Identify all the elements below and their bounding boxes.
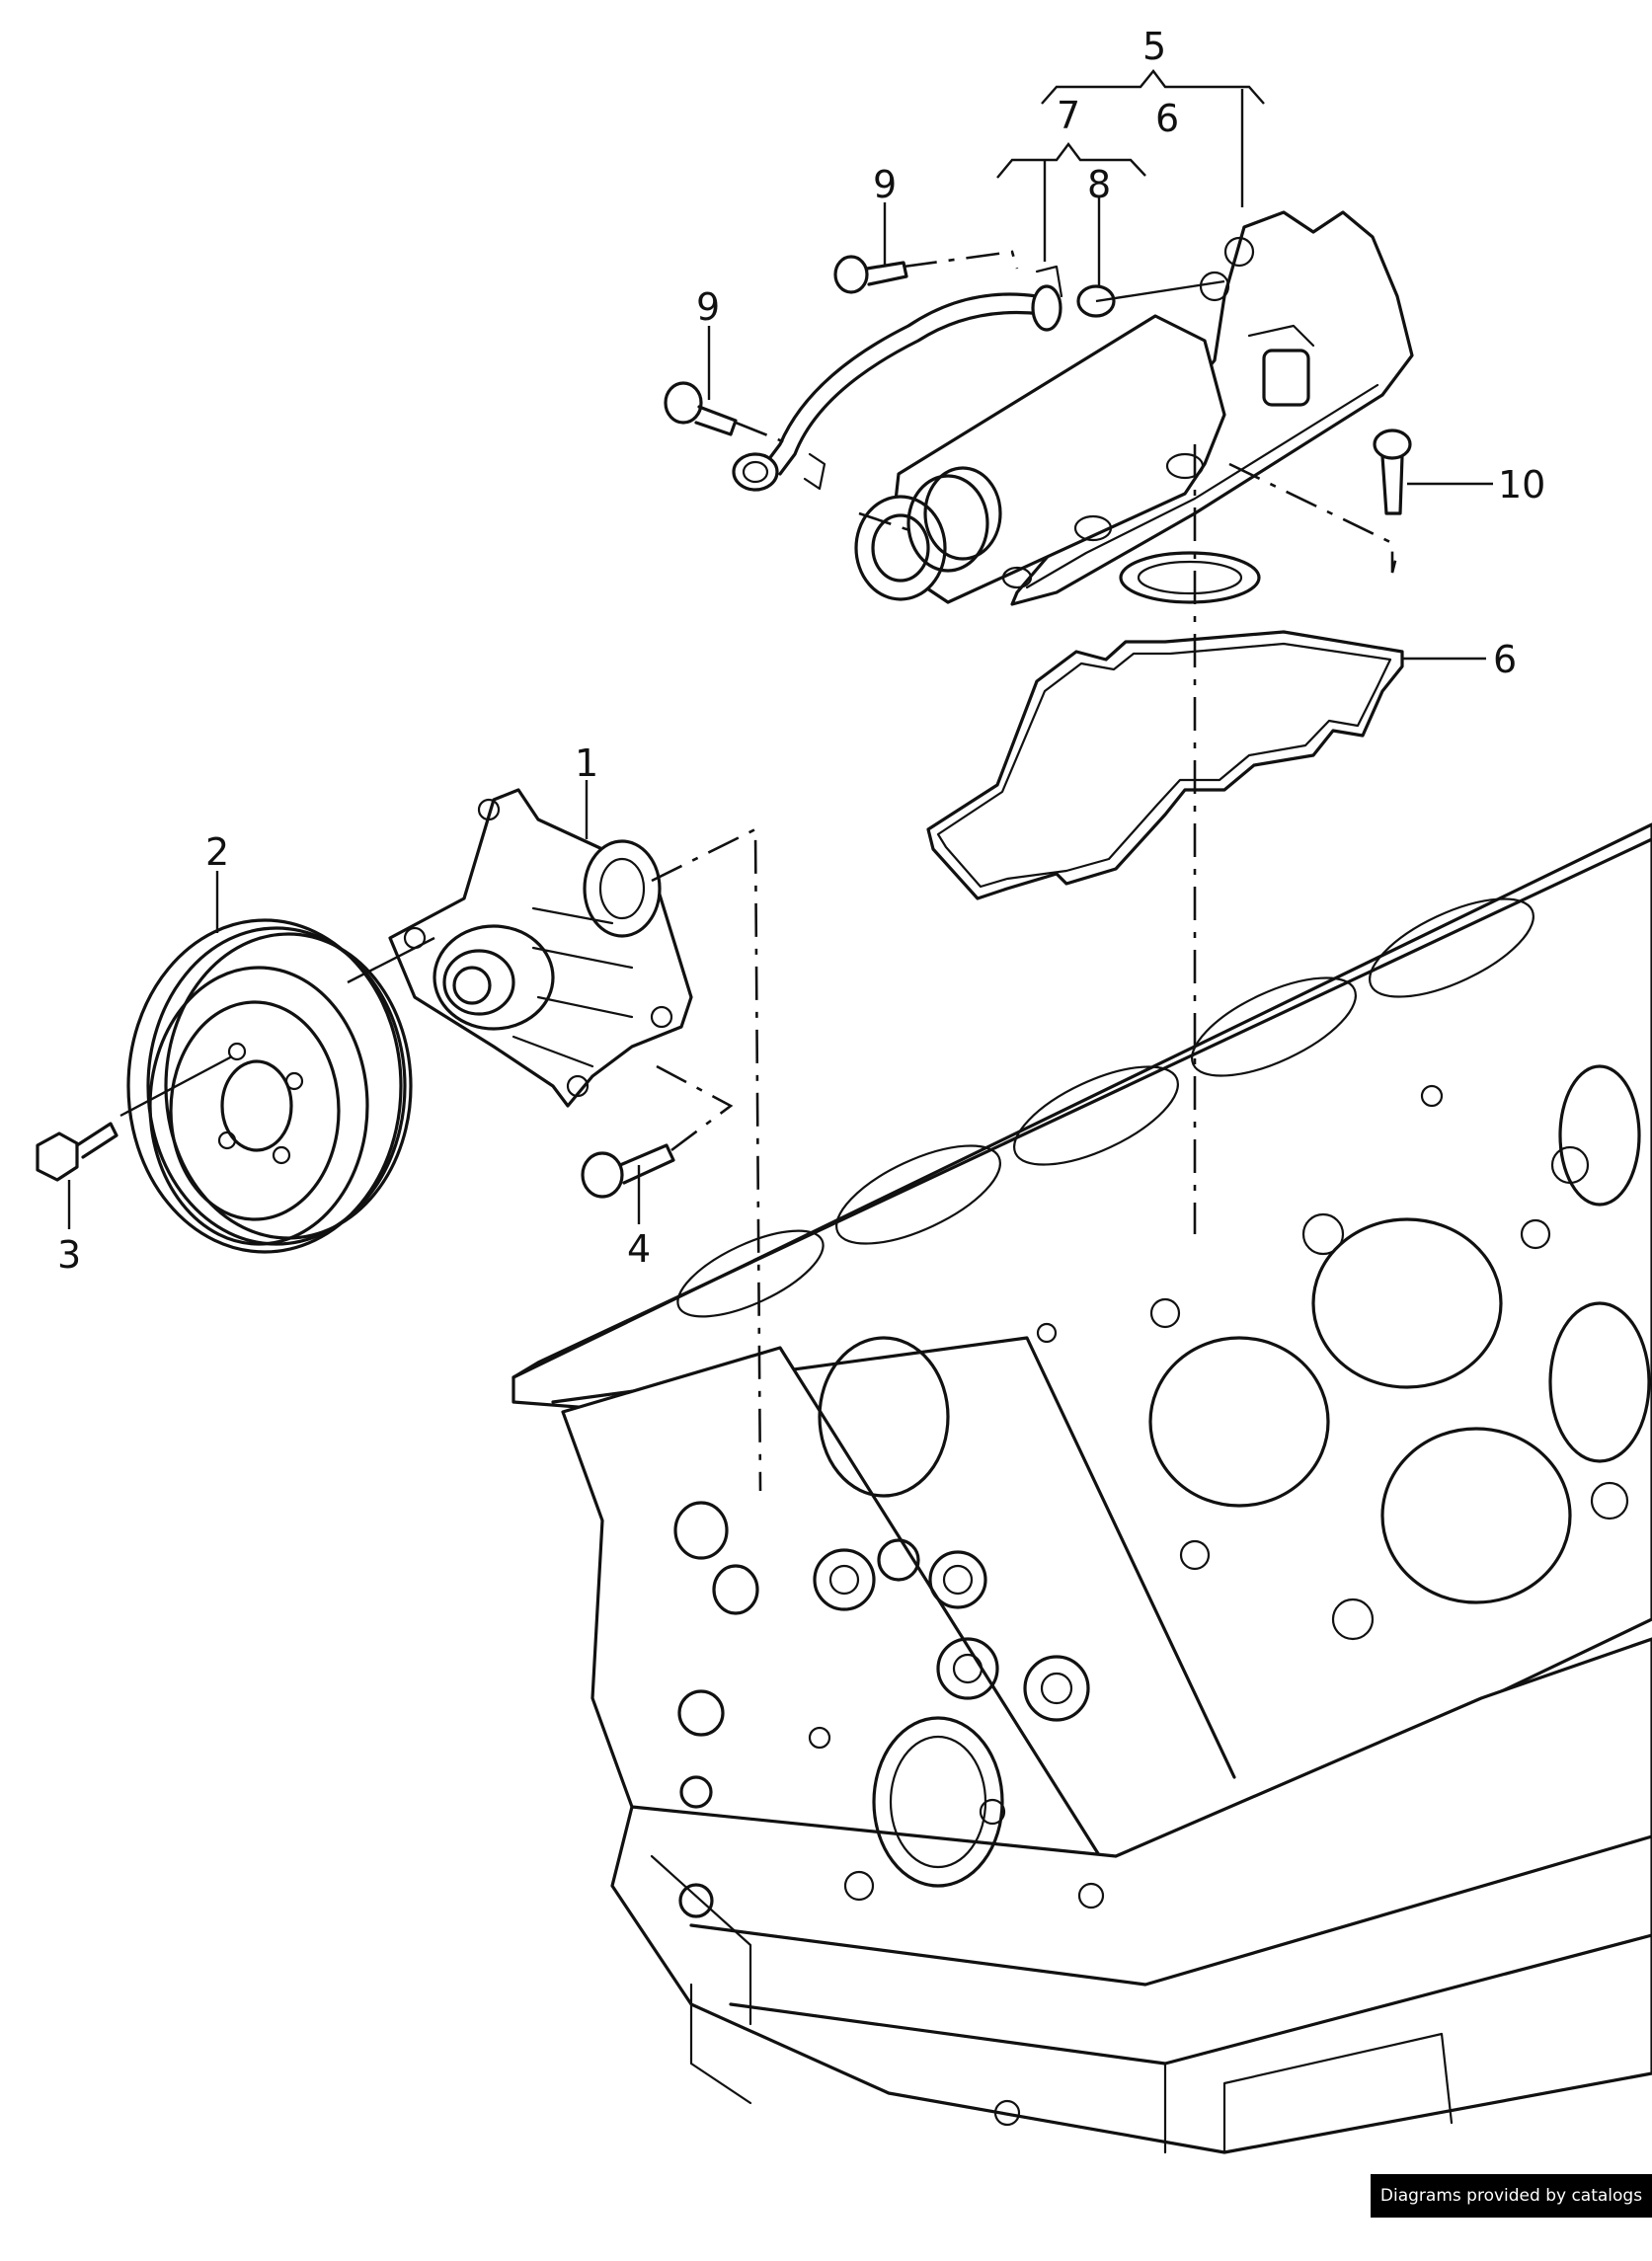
bolt-part-10	[1373, 429, 1412, 515]
coolant-flange-assembly	[854, 210, 1414, 606]
bolt-part-9-lower	[664, 381, 738, 436]
credit-watermark: Diagrams provided by catalogs parts	[1371, 2174, 1652, 2249]
callout-labels: 5 6 7 8 9 9 10 6 1 2 3 4	[57, 25, 1545, 1277]
callout-6-gasket: 6	[1493, 638, 1517, 681]
gasket-part-6	[926, 630, 1404, 900]
assembly-lines	[119, 250, 1399, 1492]
callout-10: 10	[1498, 463, 1545, 507]
callout-9-lower: 9	[696, 285, 720, 329]
callout-2: 2	[205, 830, 229, 874]
callout-1: 1	[575, 741, 598, 785]
water-pump-part-1	[388, 788, 693, 1108]
pulley-part-2	[126, 918, 413, 1254]
callout-9-upper: 9	[873, 163, 897, 206]
engine-block-drawing	[511, 822, 1652, 2154]
callout-leaders	[67, 69, 1493, 1229]
callout-3: 3	[57, 1233, 81, 1277]
callout-7: 7	[1057, 94, 1080, 137]
callout-6-top: 6	[1155, 97, 1179, 140]
bolt-part-9-upper	[833, 255, 908, 294]
bolt-part-4	[581, 1143, 675, 1199]
callout-8: 8	[1087, 163, 1111, 206]
coolant-pipe-assembly	[732, 265, 1116, 492]
callout-5: 5	[1142, 25, 1166, 68]
callout-4: 4	[627, 1227, 651, 1271]
bolt-part-3	[36, 1122, 118, 1182]
